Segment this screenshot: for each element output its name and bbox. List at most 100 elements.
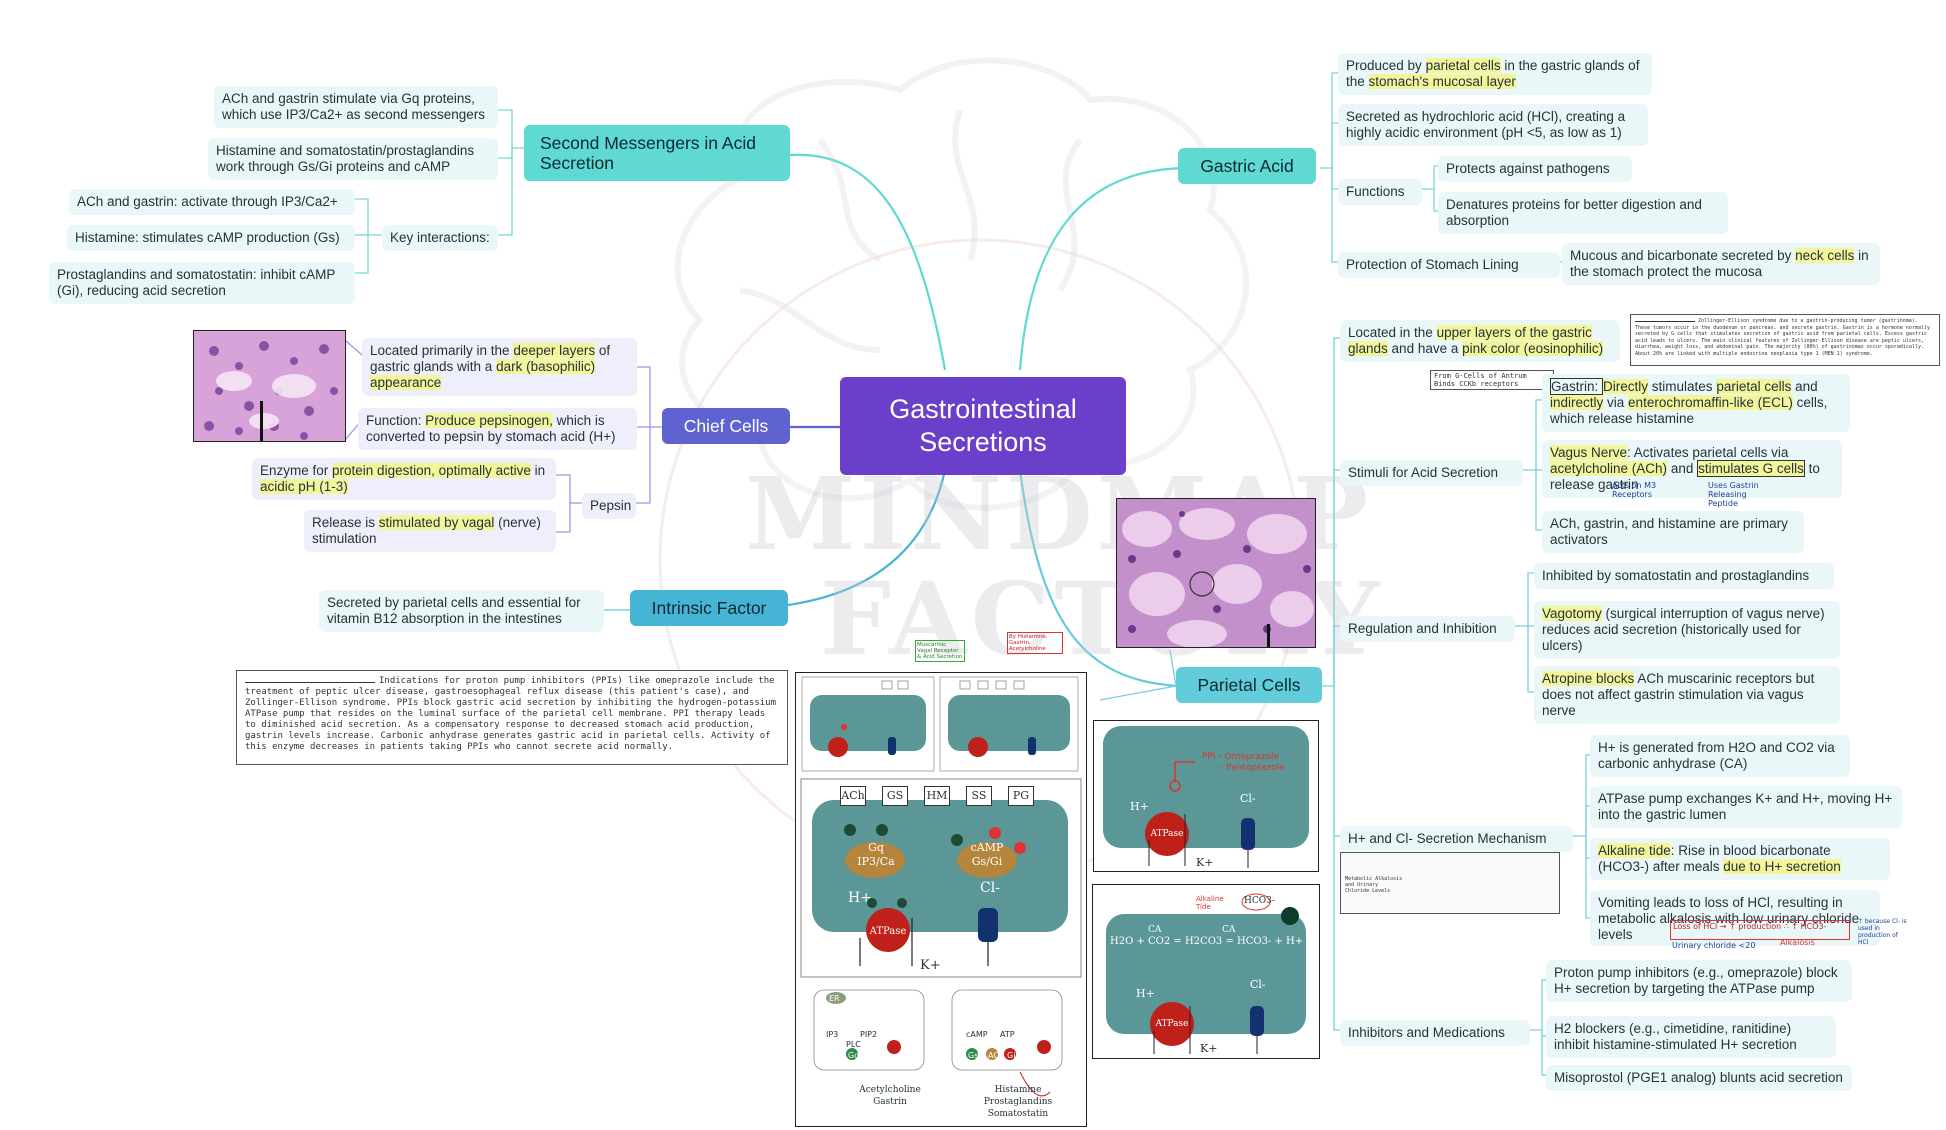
node-acid-secreted[interactable]: Secreted as hydrochloric acid (HCl), cre…	[1338, 104, 1648, 146]
brain-watermark-icon	[674, 57, 1250, 511]
node-alkaline-tide[interactable]: Alkaline tide: Rise in blood bicarbonate…	[1590, 838, 1890, 880]
node-ppi[interactable]: Proton pump inhibitors (e.g., omeprazole…	[1546, 960, 1852, 1002]
text: and	[1667, 461, 1698, 476]
topic-chief-cells[interactable]: Chief Cells	[662, 408, 790, 444]
ppi-atpase: ATPase	[1150, 829, 1184, 839]
topic-intrinsic-factor[interactable]: Intrinsic Factor	[630, 590, 788, 626]
arrow-icon	[1635, 321, 1695, 322]
node-h-generation[interactable]: H+ is generated from H2O and CO2 via car…	[1590, 735, 1850, 777]
node-atpase-exchange[interactable]: ATPase pump exchanges K+ and H+, moving …	[1590, 786, 1902, 828]
node-stimuli[interactable]: Stimuli for Acid Secretion	[1340, 460, 1523, 486]
annotation-histamine: By Histamine, Gastrin, Acetylcholine	[1007, 632, 1063, 654]
highlight: stomach's mucosal layer	[1368, 74, 1516, 89]
highlight: neck cells	[1795, 248, 1855, 263]
ppi-note-text: Indications for proton pump inhibitors (…	[245, 676, 777, 752]
node-ki-ach-gastrin[interactable]: ACh and gastrin: activate through IP3/Ca…	[69, 189, 355, 215]
node-atropine[interactable]: Atropine blocks ACh muscarinic receptors…	[1534, 666, 1840, 724]
node-ach-gastrin-gq[interactable]: ACh and gastrin stimulate via Gq protein…	[214, 86, 498, 128]
ca-alkaline-tide: Alkaline Tide	[1196, 895, 1224, 911]
label-plc: PLC	[846, 1040, 861, 1049]
node-mucous-bicarb[interactable]: Mucous and bicarbonate secreted by neck …	[1562, 243, 1880, 285]
chief-cell-histology-image	[193, 330, 346, 442]
node-pepsin[interactable]: Pepsin	[582, 493, 636, 519]
highlight: Alkaline tide	[1598, 843, 1671, 858]
alkalosis-card-title: Metabolic Alkalosis and Urinary Chloride…	[1345, 876, 1403, 894]
node-intrinsic-desc[interactable]: Secreted by parietal cells and essential…	[319, 590, 604, 632]
text: Located primarily in the	[370, 343, 514, 358]
histology-stain-icon	[1117, 499, 1315, 647]
text: Enzyme for	[260, 463, 333, 478]
node-chief-location[interactable]: Located primarily in the deeper layers o…	[362, 338, 637, 396]
topic-parietal-cells[interactable]: Parietal Cells	[1176, 667, 1322, 703]
arrow-icon	[245, 682, 375, 683]
highlight: indirectly	[1550, 395, 1604, 410]
pathway-label-gastrin: Gastrin	[873, 1097, 907, 1107]
node-vagotomy[interactable]: Vagotomy (surgical interruption of vagus…	[1534, 601, 1840, 659]
node-regulation[interactable]: Regulation and Inhibition	[1340, 616, 1515, 642]
node-key-interactions[interactable]: Key interactions:	[382, 225, 498, 251]
text: in	[530, 463, 546, 478]
node-parietal-location[interactable]: Located in the upper layers of the gastr…	[1340, 320, 1620, 362]
node-histamine-somatostatin[interactable]: Histamine and somatostatin/prostaglandin…	[208, 138, 498, 180]
text: Mucous and bicarbonate secreted by	[1570, 248, 1796, 263]
node-func-pathogens[interactable]: Protects against pathogens	[1438, 156, 1632, 182]
alkalosis-card[interactable]: Metabolic Alkalosis and Urinary Chloride…	[1340, 852, 1560, 914]
signal-pathway-diagrams	[813, 989, 1063, 1097]
ca-label-2: CA	[1222, 925, 1236, 935]
node-acid-produced[interactable]: Produced by parietal cells in the gastri…	[1338, 53, 1652, 95]
ca-hco3: HCO3-	[1244, 896, 1275, 906]
node-inhibitors[interactable]: Inhibitors and Medications	[1340, 1020, 1530, 1046]
node-pepsin-enzyme[interactable]: Enzyme for protein digestion, optimally …	[252, 458, 556, 500]
node-mechanism[interactable]: H+ and Cl- Secretion Mechanism	[1340, 826, 1573, 852]
main-cell-diagram	[800, 778, 1082, 978]
node-primary-activators[interactable]: ACh, gastrin, and histamine are primary …	[1542, 511, 1804, 553]
receptor-ss: SS	[966, 786, 992, 806]
node-reg-somatostatin[interactable]: Inhibited by somatostatin and prostaglan…	[1534, 563, 1834, 589]
vomit-annotation-cl: ↑ because Cl- is used in production of H…	[1858, 918, 1907, 946]
node-vagus[interactable]: Vagus Nerve: Activates parietal cells vi…	[1542, 440, 1842, 498]
node-h2-blockers[interactable]: H2 blockers (e.g., cimetidine, ranitidin…	[1546, 1016, 1836, 1058]
central-topic[interactable]: Gastrointestinal Secretions	[840, 377, 1126, 475]
highlight: pink color (eosinophilic)	[1462, 341, 1604, 356]
node-chief-function[interactable]: Function: Produce pepsinogen, which is c…	[358, 408, 637, 450]
node-acid-protection[interactable]: Protection of Stomach Lining	[1338, 252, 1560, 278]
highlight: deeper layers	[513, 343, 596, 358]
text: Release is	[312, 515, 379, 530]
topic-gastric-acid[interactable]: Gastric Acid	[1178, 148, 1316, 184]
label-gs-small: Gs	[968, 1051, 979, 1060]
text: Function:	[366, 413, 426, 428]
label-ip3: IP3/Ca	[857, 855, 895, 868]
zollinger-ellison-note[interactable]: Zollinger-Ellison syndrome due to a gast…	[1630, 314, 1940, 366]
pathway-label-somatostatin: Somatostatin	[987, 1109, 1049, 1119]
node-func-denature[interactable]: Denatures proteins for better digestion …	[1438, 192, 1728, 234]
label-camp-small: cAMP	[966, 1030, 988, 1039]
text: Gastrin:	[1550, 378, 1604, 395]
ca-label-1: CA	[1148, 925, 1162, 935]
pathway-label-prostaglandins: Prostaglandins	[983, 1097, 1053, 1107]
central-title-line1: Gastrointestinal	[889, 394, 1077, 424]
node-acid-functions[interactable]: Functions	[1338, 179, 1422, 205]
label-gi: Gi	[1007, 1051, 1016, 1060]
node-misoprostol[interactable]: Misoprostol (PGE1 analog) blunts acid se…	[1546, 1065, 1852, 1091]
label-atp: ATP	[1000, 1030, 1015, 1039]
text: (nerve) stimulation	[312, 515, 541, 546]
ppi-k-plus: K+	[1196, 856, 1214, 869]
vomit-annotation-urinary: Urinary chloride <20	[1672, 941, 1756, 950]
pathway-label-ach: Acetylcholine	[859, 1085, 921, 1095]
ppi-indications-note[interactable]: Indications for proton pump inhibitors (…	[236, 670, 788, 765]
node-ki-prostaglandins[interactable]: Prostaglandins and somatostatin: inhibit…	[49, 262, 355, 304]
highlight: Vagus Nerve	[1550, 445, 1628, 460]
topic-second-messengers[interactable]: Second Messengers in Acid Secretion	[524, 125, 790, 181]
node-gastrin[interactable]: Gastrin: Directly stimulates parietal ce…	[1542, 374, 1850, 432]
label-gq: Gq	[868, 841, 884, 854]
label-k-plus: K+	[920, 958, 941, 973]
text: and have a	[1387, 341, 1463, 356]
receptor-hm: HM	[924, 786, 950, 806]
node-pepsin-release[interactable]: Release is stimulated by vagal (nerve) s…	[304, 510, 556, 552]
highlight: stimulates G cells	[1697, 460, 1805, 477]
text: : Rise in blood bicarbonate (HCO3-) afte…	[1598, 843, 1831, 874]
node-ki-histamine[interactable]: Histamine: stimulates cAMP production (G…	[67, 225, 355, 251]
ppi-cell-svg	[1103, 726, 1309, 868]
text: cells, which release histamine	[1550, 395, 1828, 426]
node-vomiting[interactable]: Vomiting leads to loss of HCl, resulting…	[1590, 890, 1880, 946]
